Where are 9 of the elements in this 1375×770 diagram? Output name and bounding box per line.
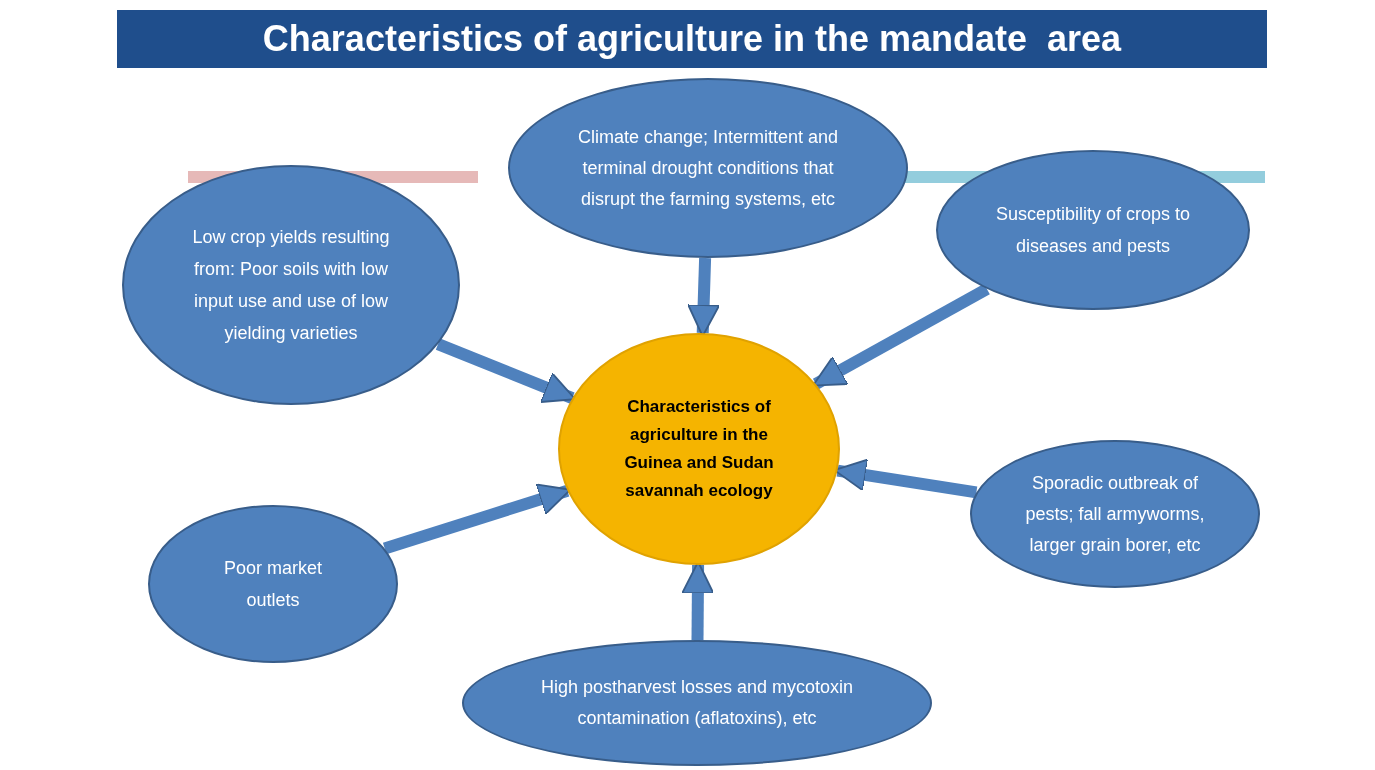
node-text: Poor market outlets <box>222 557 323 612</box>
node-text: Susceptibility of crops to diseases and pests <box>994 203 1192 258</box>
block-arrow <box>812 283 990 390</box>
node-text: Climate change; Intermittent and terminal drought conditions that disrupt the farming systems, etc <box>576 125 840 211</box>
title: Characteristics of agriculture in the mandate area <box>262 17 1122 61</box>
node-text: Characteristics of agriculture in the Guinea and Sudan savannah ecology <box>623 396 775 502</box>
node-text: High postharvest losses and mycotoxin contamination (aflatoxins), etc <box>539 676 855 730</box>
node-text: Sporadic outbreak of pests; fall armyworms, larger grain borer, etc <box>1024 471 1206 557</box>
node-text: Low crop yields resulting from: Poor soils with low input use and use of low yielding varieties <box>191 226 391 345</box>
